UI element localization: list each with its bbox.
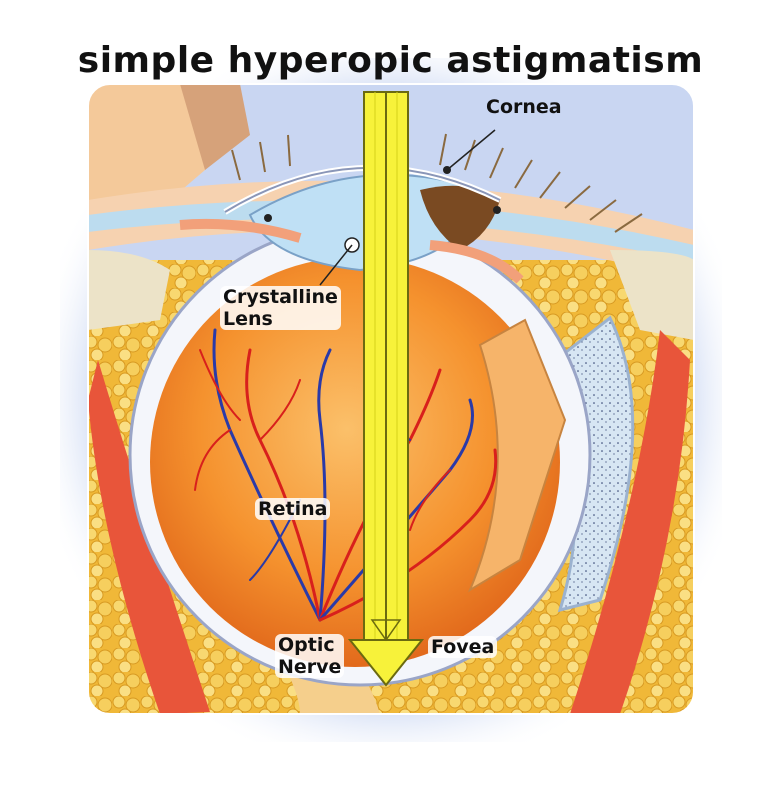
diagram-title: simple hyperopic astigmatism [77,40,704,81]
anatomy-panel [88,84,694,714]
cornea-pointer [446,129,496,171]
label-lens-line1: Crystalline [223,286,338,308]
eyeball [150,257,560,667]
eyelashes [231,133,643,233]
label-optic-line2: Nerve [278,656,342,678]
label-optic-nerve: Optic Nerve [275,634,345,678]
label-crystalline-lens: Crystalline Lens [220,286,341,330]
retinal-vessels [194,328,498,622]
label-cornea: Cornea [486,96,562,118]
label-retina: Retina [255,498,331,520]
lower-muscle-right [570,330,690,714]
label-lens-line2: Lens [223,308,273,330]
light-ray-arrow [347,91,425,687]
label-fovea: Fovea [428,636,498,658]
label-optic-line1: Optic [278,634,335,656]
